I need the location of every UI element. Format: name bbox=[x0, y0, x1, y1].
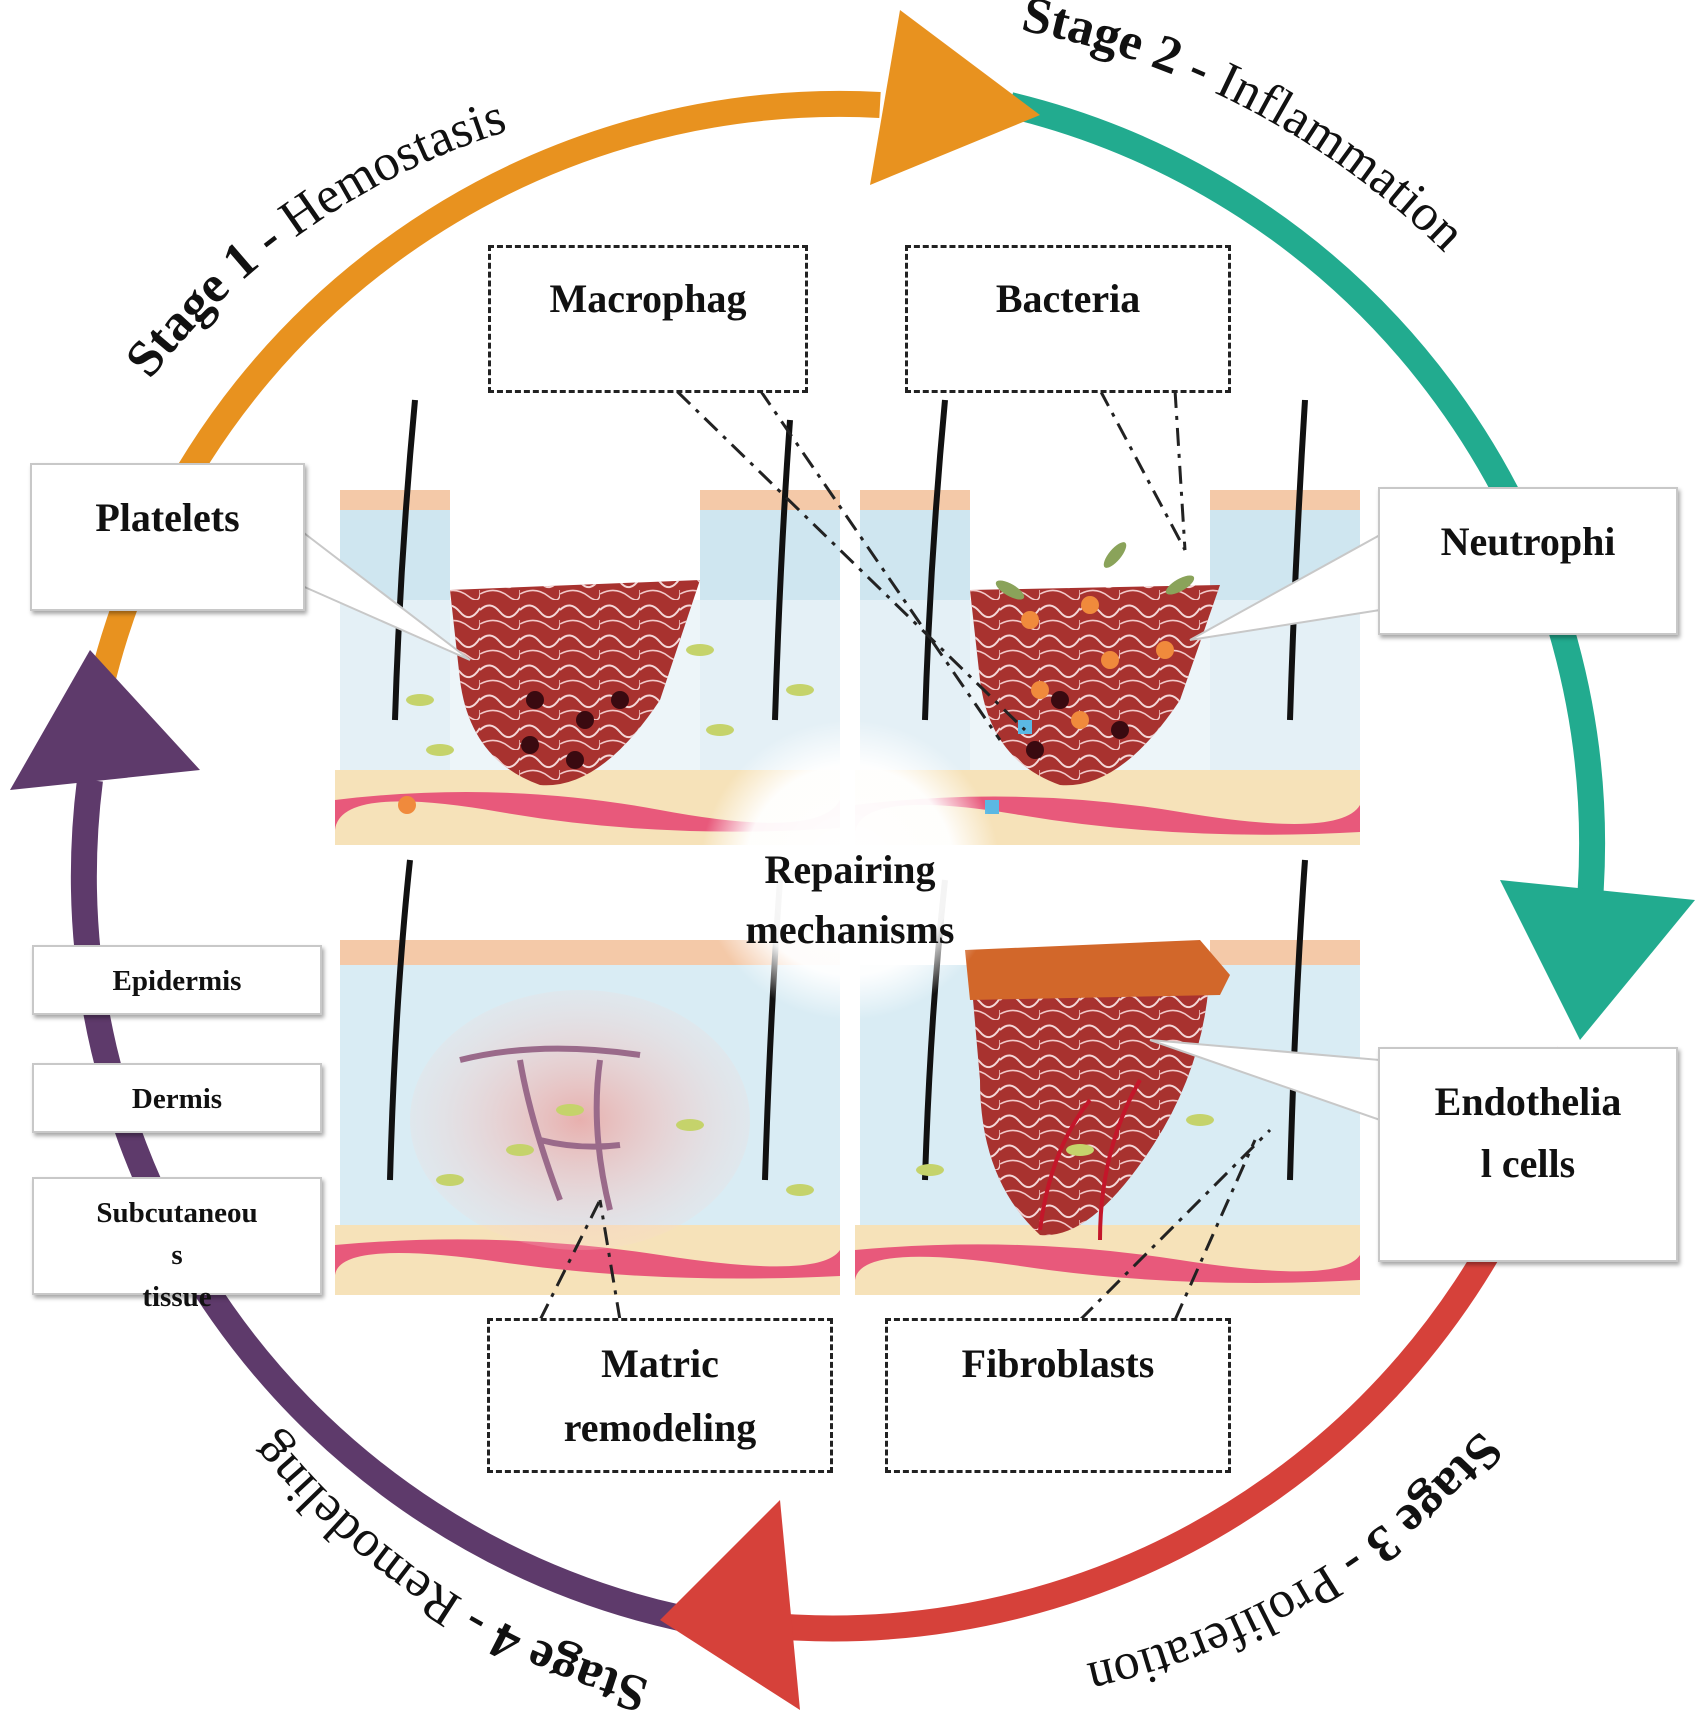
bacteria-label: Bacteria bbox=[995, 276, 1141, 321]
matrix-remodeling-callout: Matric remodeling bbox=[487, 1318, 833, 1473]
callout-pointers bbox=[538, 363, 1272, 1322]
platelets-callout: Platelets bbox=[30, 463, 305, 611]
stage-1-arrowhead bbox=[870, 10, 1040, 185]
stage-1-title: Stage 1 - Hemostasis bbox=[115, 88, 513, 387]
endothelial-label-line1: Endothelia bbox=[1434, 1079, 1622, 1124]
epidermis-legend: Epidermis bbox=[32, 945, 322, 1015]
stage-2-arc bbox=[1006, 92, 1606, 901]
stage-3-arrowhead bbox=[660, 1500, 800, 1710]
platelets-label: Platelets bbox=[95, 495, 240, 540]
epidermis-label: Epidermis bbox=[112, 965, 242, 997]
fibroblasts-label: Fibroblasts bbox=[961, 1341, 1155, 1386]
bacteria-callout: Bacteria bbox=[905, 245, 1231, 393]
endothelial-label-line2: l cells bbox=[1480, 1141, 1576, 1186]
neutrophil-label: Neutrophi bbox=[1440, 519, 1616, 564]
endothelial-callout: Endothelia l cells bbox=[1378, 1047, 1678, 1262]
center-glow bbox=[700, 720, 1000, 1020]
neutrophil-callout: Neutrophi bbox=[1378, 487, 1678, 635]
macrophage-label: Macrophag bbox=[549, 276, 747, 321]
stage-2-arrowhead bbox=[1500, 880, 1695, 1040]
macrophage-callout: Macrophag bbox=[488, 245, 808, 393]
center-title: Repairing mechanisms bbox=[690, 840, 1010, 960]
stage-arrowheads bbox=[10, 10, 1695, 1710]
stage-4-arrowhead bbox=[10, 650, 200, 790]
skin-panel-proliferation bbox=[855, 859, 1360, 1295]
callout-wedges bbox=[299, 527, 1381, 1122]
matrix-label-line2: remodeling bbox=[563, 1405, 757, 1450]
matrix-label-line1: Matric bbox=[601, 1341, 719, 1386]
subcutaneous-label-line1: Subcutaneou bbox=[96, 1197, 258, 1229]
dermis-label: Dermis bbox=[131, 1083, 223, 1115]
skin-panel-remodeling bbox=[335, 859, 840, 1295]
center-title-line1: Repairing bbox=[764, 847, 936, 892]
center-title-line2: mechanisms bbox=[745, 907, 955, 952]
subcutaneous-legend: Subcutaneou s tissue bbox=[32, 1177, 322, 1313]
dermis-legend: Dermis bbox=[32, 1063, 322, 1133]
subcutaneous-label-line2: s bbox=[171, 1239, 183, 1271]
subcutaneous-label-line3: tissue bbox=[142, 1281, 212, 1313]
fibroblasts-callout: Fibroblasts bbox=[885, 1318, 1231, 1473]
